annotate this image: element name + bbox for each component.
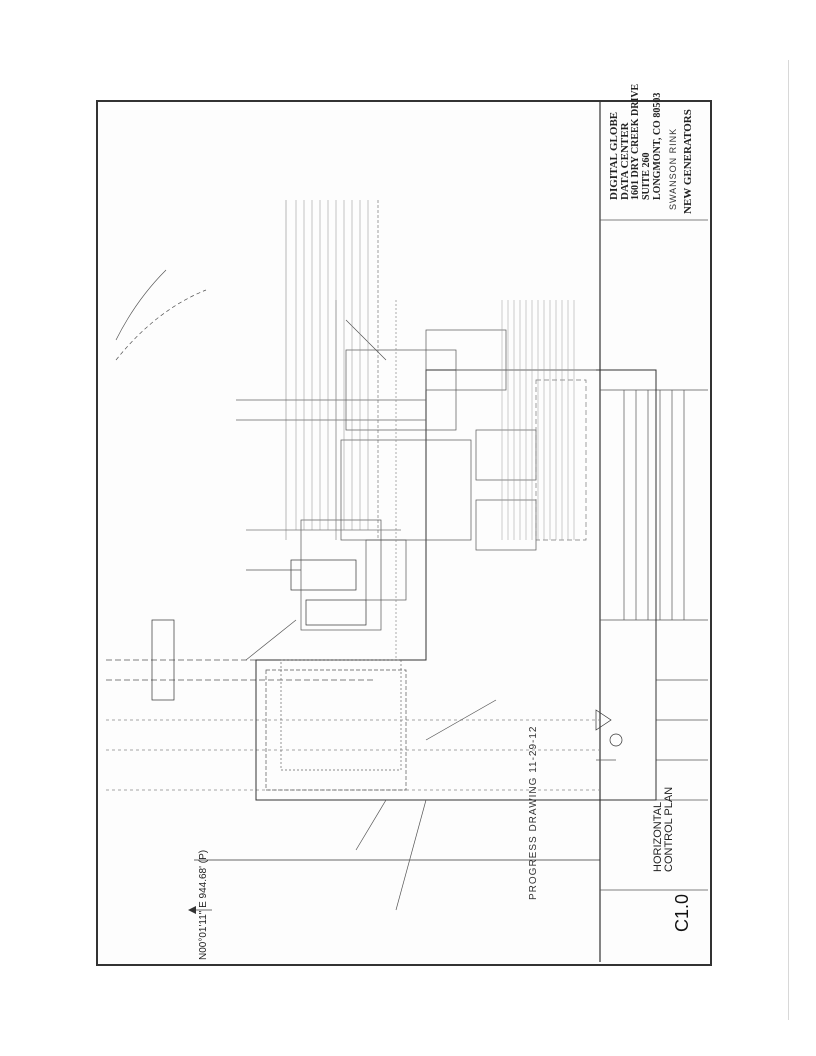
- page-edge-line: [788, 60, 789, 1020]
- firm-logo: SWANSON RINK: [668, 127, 678, 210]
- site-plan-drawing: [106, 100, 708, 962]
- sheet-number: C1.0: [672, 893, 692, 932]
- address-line-3: LONGMONT, CO 80503: [652, 92, 663, 200]
- progress-stamp: PROGRESS DRAWING 11-29-12: [528, 725, 539, 900]
- scope-title: NEW GENERATORS: [682, 109, 694, 214]
- address-line-2: SUITE 260: [641, 152, 652, 200]
- sheet-title-line-2: CONTROL PLAN: [663, 786, 675, 872]
- address-line-1: 1601 DRY CREEK DRIVE: [630, 83, 641, 200]
- drawing-sheet: [96, 100, 712, 966]
- coordinate-label: N00°01'11" E 944.68' (P): [198, 849, 209, 960]
